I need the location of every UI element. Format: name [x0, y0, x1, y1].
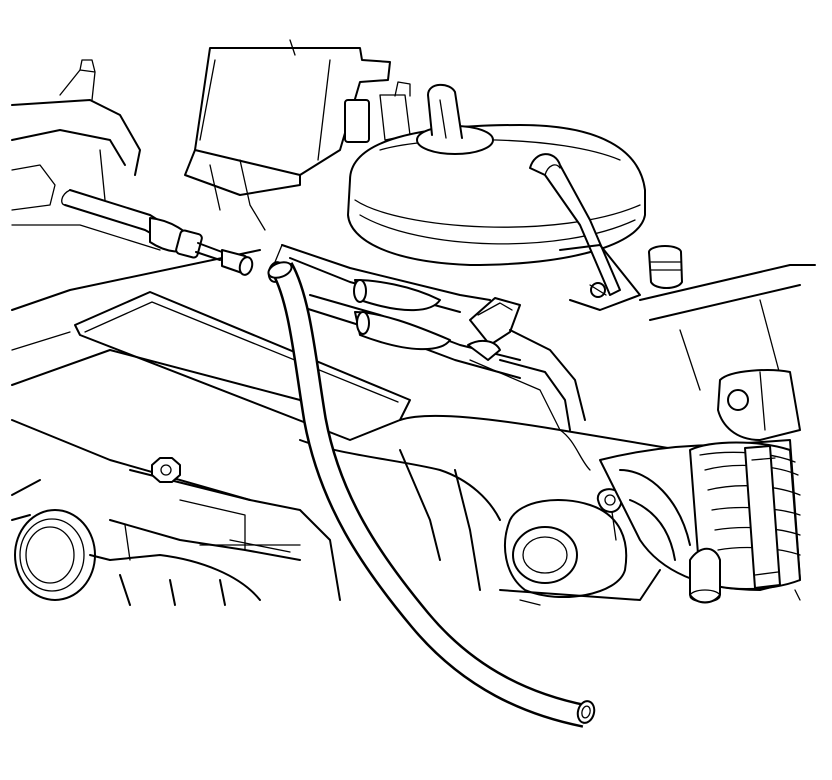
intake-manifold-lower [109, 414, 681, 606]
vacuum-hose [267, 261, 596, 728]
air-intake-duct [599, 369, 801, 604]
mounting-bolt-throttle [596, 488, 623, 541]
right-cap-fitting [639, 245, 816, 391]
master-cylinder-reservoir [347, 83, 646, 311]
upper-bracket-assembly [184, 39, 411, 231]
throttle-body [499, 499, 661, 606]
mounting-bolt [151, 457, 181, 483]
left-port [11, 509, 111, 601]
left-upper-structure [11, 59, 161, 251]
engine-cover [11, 249, 411, 501]
